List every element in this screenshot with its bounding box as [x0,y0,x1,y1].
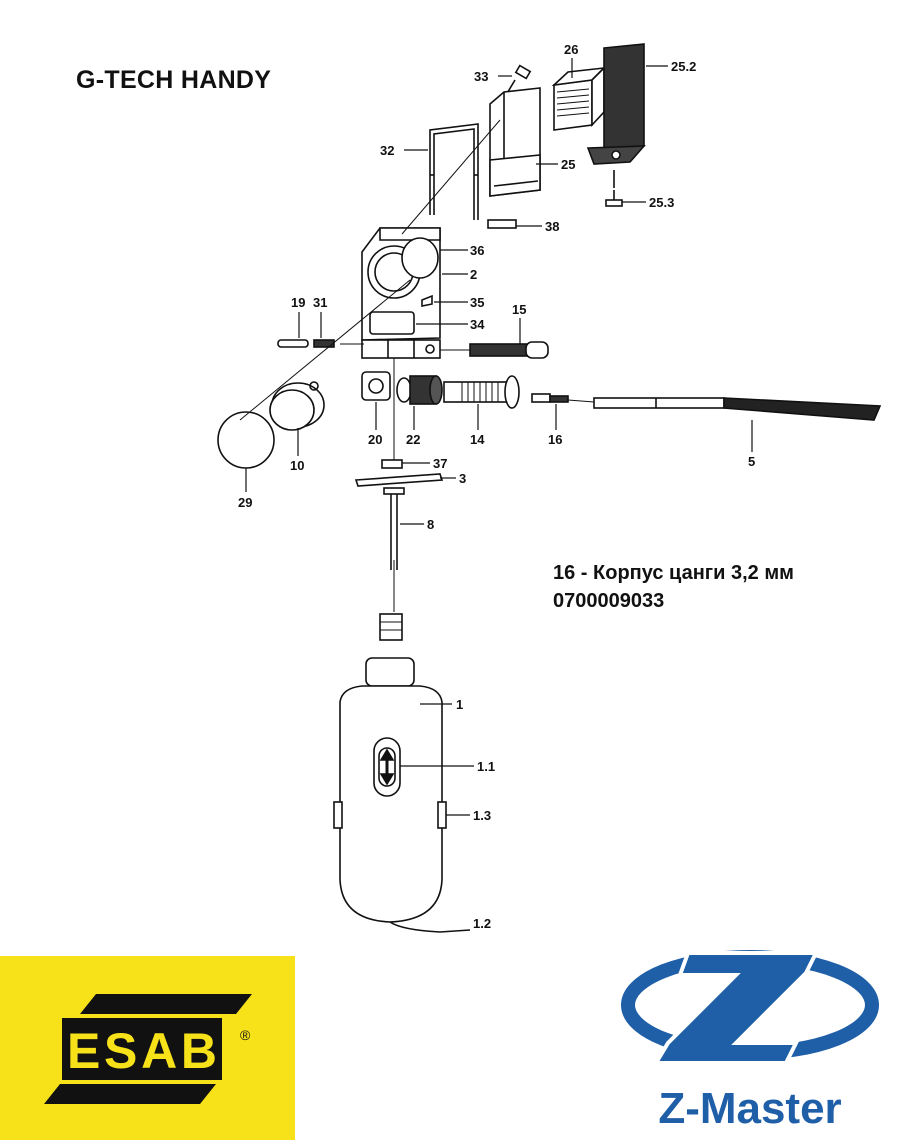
label-31: 31 [313,295,327,310]
label-16: 16 [548,432,562,447]
part-8-rod [383,487,405,570]
part-25-cover [489,87,541,197]
label-8: 8 [427,517,434,532]
part-32-bracket [429,123,479,220]
part-20-washer [361,371,391,401]
zmaster-logo: Z-Master [610,945,890,1135]
part-37-nut [381,459,403,469]
part-3-plate [354,473,444,487]
label-35: 35 [470,295,484,310]
label-25-2: 25.2 [671,59,696,74]
label-34: 34 [470,317,485,332]
part-15-bolt [469,341,549,359]
label-26: 26 [564,42,578,57]
part-10-cap [269,381,325,431]
label-1-1: 1.1 [477,759,495,774]
label-15: 15 [512,302,526,317]
part-16-collet-body [531,393,569,403]
esab-logo-text: ESAB [67,1023,217,1079]
label-37: 37 [433,456,447,471]
label-25: 25 [561,157,575,172]
label-33: 33 [474,69,488,84]
label-3: 3 [459,471,466,486]
part-14-sleeve [443,375,520,409]
label-36: 36 [470,243,484,258]
label-2: 2 [470,267,477,282]
part-description: 16 - Корпус цанги 3,2 мм 0700009033 [553,559,794,615]
part-description-name: 16 - Корпус цанги 3,2 мм [553,562,794,584]
label-25-3: 25.3 [649,195,674,210]
part-25-3-screw [605,170,623,207]
part-25-2-plate [586,43,646,165]
registered-mark: ® [240,1027,251,1043]
esab-logo-mark: ESAB ® [44,994,252,1104]
label-1: 1 [456,697,463,712]
label-22: 22 [406,432,420,447]
part-38-pin [487,219,517,229]
part-29-lens [217,411,275,469]
label-38: 38 [545,219,559,234]
label-5: 5 [748,454,755,469]
label-1-3: 1.3 [473,808,491,823]
part-22-nut [396,375,443,405]
label-19: 19 [291,295,305,310]
label-14: 14 [470,432,485,447]
part-number: 0700009033 [553,590,665,612]
part-19-31-screws [277,339,335,348]
zmaster-logo-mark: Z-Master [621,950,879,1133]
exploded-parts-diagram: 33 26 25.2 32 25 25.3 38 36 2 19 31 35 1… [217,42,882,933]
label-1-2: 1.2 [473,916,491,931]
label-29: 29 [238,495,252,510]
label-10: 10 [290,458,304,473]
part-2-head [361,227,441,359]
part-26-filter [551,66,607,131]
part-5-electrode [593,397,882,421]
label-20: 20 [368,432,382,447]
zmaster-logo-text: Z-Master [658,1084,841,1133]
esab-logo: ESAB ® [0,956,295,1140]
part-1-handle [333,613,471,933]
diagram-title: G-TECH HANDY [76,66,272,94]
label-32: 32 [380,143,394,158]
